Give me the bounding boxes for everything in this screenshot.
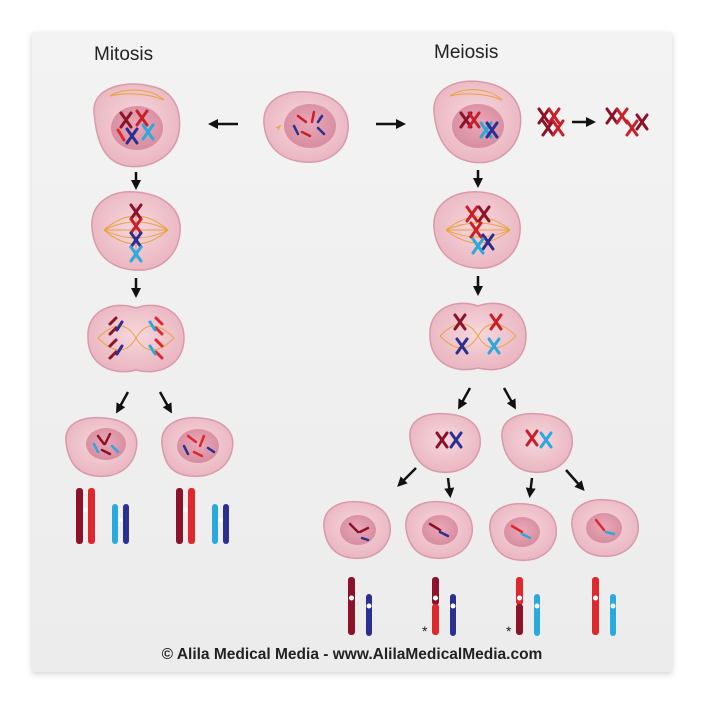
arrow-meiosis-4d xyxy=(565,469,585,491)
gamete-cell-1 xyxy=(323,500,391,560)
arrow-meiosis-4b xyxy=(444,477,455,498)
gamete-cell-2 xyxy=(405,500,473,560)
meiosis-anaphase-1-cell xyxy=(429,302,527,371)
mitosis-anaphase-cell xyxy=(87,304,185,373)
crossover-illustration xyxy=(537,107,649,137)
credit-website: www.AlilaMedicalMedia.com xyxy=(332,646,543,663)
recombinant-marker-1: * xyxy=(422,623,428,639)
arrow-meiosis-3a xyxy=(458,387,472,410)
meiosis-secondary-cell-2 xyxy=(501,412,573,474)
credit-line: © Alila Medical Media - www.AlilaMedical… xyxy=(32,646,672,664)
arrow-meiosis-4a xyxy=(397,467,417,487)
mitosis-title: Mitosis xyxy=(94,44,154,65)
meiosis-secondary-cell-1 xyxy=(409,412,481,474)
mitosis-chromosome-set-2 xyxy=(176,488,229,544)
mitosis-prophase-cell xyxy=(93,83,181,168)
recombinant-marker-2: * xyxy=(506,623,512,639)
credit-separator: - xyxy=(323,646,329,663)
gamete-cell-3 xyxy=(489,502,557,562)
gamete-chromosomes-1 xyxy=(348,577,372,636)
gamete-chromosomes-2 xyxy=(432,577,456,636)
meiosis-prophase-cell xyxy=(433,80,522,164)
gamete-cell-4 xyxy=(571,498,639,558)
gamete-chromosomes-4 xyxy=(592,577,616,636)
arrow-mitosis-3b xyxy=(158,391,172,414)
mitosis-metaphase-cell xyxy=(91,191,181,271)
cell-division-diagram: * * xyxy=(65,80,649,639)
mitosis-daughter-cell-1 xyxy=(65,416,138,478)
arrow-mitosis-3a xyxy=(116,391,130,414)
gamete-chromosomes-3 xyxy=(516,577,540,636)
credit-company: Alila Medical Media xyxy=(176,646,319,663)
meiosis-metaphase-1-cell xyxy=(433,191,521,269)
meiosis-title: Meiosis xyxy=(434,42,499,63)
copyright-symbol: © xyxy=(161,646,174,663)
mitosis-chromosome-set-1 xyxy=(76,488,129,544)
mitosis-daughter-cell-2 xyxy=(161,416,234,478)
arrow-meiosis-4c xyxy=(525,477,536,498)
arrow-meiosis-3b xyxy=(502,387,516,410)
parent-cell xyxy=(263,91,349,163)
